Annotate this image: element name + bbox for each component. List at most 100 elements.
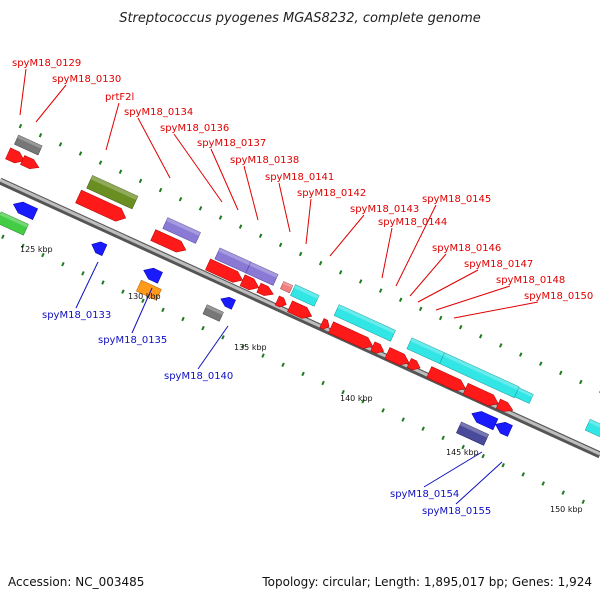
gene-fwd-k-shape bbox=[328, 321, 374, 349]
gene-top-0136-highlight bbox=[218, 247, 251, 266]
inner-row-tick-18 bbox=[341, 389, 345, 395]
leader-fwd-9 bbox=[329, 214, 365, 257]
inner-row-tick-10 bbox=[181, 316, 185, 322]
leader-fwd-3 bbox=[137, 117, 171, 179]
gene-top-0141a bbox=[280, 281, 294, 294]
outer-row-tick-8 bbox=[178, 196, 183, 202]
gene-top-0148-shape bbox=[514, 387, 534, 404]
gene-top-0143-shape bbox=[333, 304, 396, 342]
gene-rev-0135 bbox=[136, 279, 162, 301]
inner-row-tick-2 bbox=[21, 243, 25, 249]
outer-row-tick-24 bbox=[499, 343, 503, 348]
gene-rev-a bbox=[12, 201, 39, 220]
outer-row-tick-21 bbox=[438, 315, 443, 321]
gene-rev-0135-shape bbox=[136, 279, 162, 301]
outer-row-tick-23 bbox=[478, 334, 483, 339]
leader-fwd-6 bbox=[243, 165, 259, 221]
outer-row-tick-12 bbox=[258, 233, 263, 238]
gene-fwd-g-shape bbox=[256, 282, 274, 296]
label-rev-2: spyM18_0140 bbox=[164, 371, 233, 382]
gene-rev-b-highlight bbox=[0, 211, 29, 228]
outer-row-tick-14 bbox=[298, 251, 303, 257]
gene-top-0137-shape bbox=[245, 261, 279, 286]
inner-row-tick-11 bbox=[201, 325, 205, 331]
gene-top-0155 bbox=[584, 418, 600, 445]
inner-row-tick-29 bbox=[561, 490, 565, 495]
gene-features bbox=[0, 134, 600, 446]
leader-fwd-14 bbox=[435, 285, 511, 311]
inner-row-tick-17 bbox=[321, 380, 325, 386]
gene-rev-0140-highlight bbox=[205, 304, 224, 315]
leader-fwd-12 bbox=[409, 253, 447, 297]
leader-fwd-8 bbox=[305, 198, 312, 245]
gene-rev-b bbox=[0, 211, 29, 236]
gene-fwd-a-shape bbox=[5, 147, 25, 164]
gene-rev-0154 bbox=[456, 421, 490, 446]
topology-text: Topology: circular; Length: 1,895,017 bp… bbox=[261, 575, 592, 589]
gene-fwd-o bbox=[426, 366, 466, 392]
inner-row-tick-25 bbox=[481, 453, 485, 459]
gene-fwd-i-shape bbox=[287, 300, 313, 319]
gene-top-0141a-shape bbox=[280, 281, 294, 294]
label-fwd-15: spyM18_0150 bbox=[524, 291, 593, 302]
inner-row-tick-16 bbox=[301, 371, 305, 377]
scale-label-4: 145 kbp bbox=[446, 448, 479, 457]
label-fwd-6: spyM18_0138 bbox=[230, 155, 299, 166]
leader-fwd-2 bbox=[105, 102, 120, 151]
inner-row-tick-13 bbox=[241, 344, 245, 349]
leader-fwd-10 bbox=[381, 227, 393, 279]
outer-row-tick-2 bbox=[58, 142, 63, 147]
gene-top-0137-highlight bbox=[249, 262, 279, 278]
gene-top-0148-highlight bbox=[517, 387, 534, 398]
gene-top-0129-shape bbox=[14, 134, 43, 156]
outer-row-tick-7 bbox=[158, 187, 163, 193]
gene-fwd-b-shape bbox=[20, 155, 40, 169]
gene-top-0141b-shape bbox=[290, 284, 320, 307]
inner-row-tick-4 bbox=[61, 261, 65, 267]
label-fwd-1: spyM18_0130 bbox=[52, 74, 121, 85]
gene-rev-0133-shape bbox=[91, 241, 108, 256]
outer-row-tick-19 bbox=[398, 297, 403, 302]
gene-rev-e bbox=[471, 411, 499, 431]
gene-rev-0133 bbox=[91, 241, 108, 256]
inner-row-tick-20 bbox=[381, 408, 385, 413]
gene-fwd-c bbox=[75, 189, 127, 222]
gene-rev-0140-shape bbox=[202, 304, 224, 322]
gene-fwd-p bbox=[462, 382, 499, 407]
gene-rev-d bbox=[220, 297, 236, 310]
outer-row-tick-28 bbox=[579, 379, 583, 385]
leader-rev-4 bbox=[455, 461, 503, 505]
gene-rev-c bbox=[143, 267, 163, 284]
gene-fwd-k bbox=[328, 321, 374, 349]
gene-fwd-h-shape bbox=[274, 295, 287, 308]
gene-fwd-d bbox=[150, 229, 187, 253]
label-fwd-13: spyM18_0147 bbox=[464, 259, 533, 270]
label-fwd-4: spyM18_0136 bbox=[160, 123, 229, 134]
gene-rev-f-shape bbox=[495, 421, 513, 437]
inner-row-tick-12 bbox=[221, 335, 225, 340]
gene-rev-c-shape bbox=[143, 267, 163, 284]
gene-top-0148 bbox=[514, 387, 534, 404]
scale-ticks bbox=[1, 123, 600, 505]
gene-rev-0154-shape bbox=[456, 421, 490, 446]
leader-rev-3 bbox=[423, 451, 483, 488]
gene-fwd-i bbox=[287, 300, 313, 319]
label-fwd-5: spyM18_0137 bbox=[197, 138, 266, 149]
outer-row-tick-25 bbox=[519, 352, 523, 357]
gene-fwd-d-shape bbox=[150, 229, 187, 253]
gene-fwd-h bbox=[274, 295, 287, 308]
inner-row-tick-22 bbox=[421, 426, 425, 431]
inner-row-tick-9 bbox=[161, 307, 165, 313]
gene-fwd-e bbox=[205, 258, 243, 283]
gene-fwd-l-shape bbox=[370, 341, 385, 354]
gene-rev-f bbox=[495, 421, 513, 437]
gene-rev-0154-highlight bbox=[459, 421, 489, 438]
outer-row-tick-9 bbox=[198, 206, 203, 211]
inner-row-tick-19 bbox=[361, 399, 365, 404]
outer-row-tick-4 bbox=[98, 160, 103, 165]
outer-row-tick-1 bbox=[38, 132, 43, 138]
label-fwd-8: spyM18_0142 bbox=[297, 188, 366, 199]
gene-top-prtf2l bbox=[86, 175, 139, 210]
gene-rev-a-shape bbox=[12, 201, 39, 220]
